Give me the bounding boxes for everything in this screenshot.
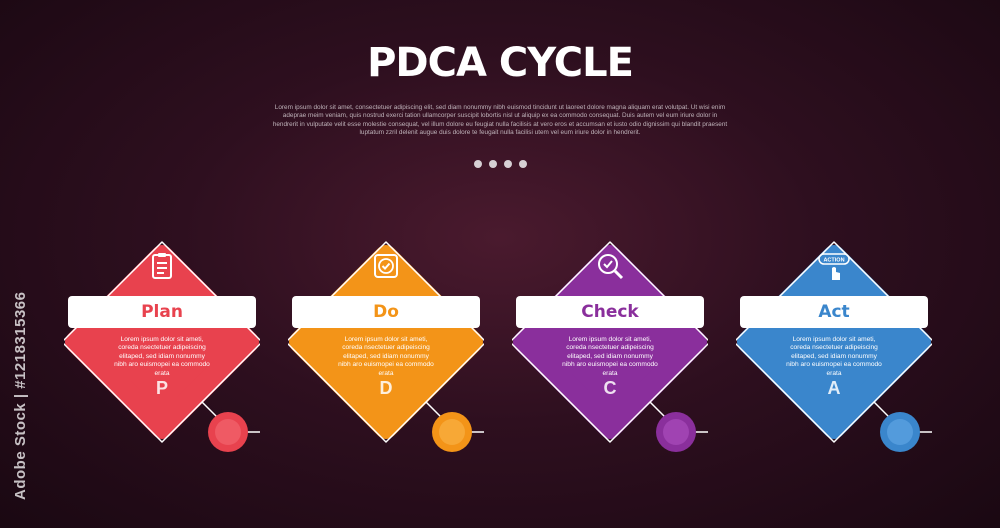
card-shape bbox=[64, 241, 260, 452]
step-letter: A bbox=[827, 378, 841, 398]
dot bbox=[504, 160, 512, 168]
step-text: Lorem ipsum dolor sit ameti, coreda nsec… bbox=[786, 336, 882, 377]
step-text: Lorem ipsum dolor sit ameti, coreda nsec… bbox=[562, 336, 658, 377]
magnifier-icon bbox=[594, 250, 626, 282]
step-letter: P bbox=[155, 378, 168, 398]
card-shape bbox=[736, 241, 932, 452]
stock-watermark: Adobe Stock | #1218315366 bbox=[12, 291, 29, 500]
step-text: Lorem ipsum dolor sit ameti, coreda nsec… bbox=[114, 336, 210, 377]
step-label: Plan bbox=[141, 302, 183, 322]
step-label: Act bbox=[818, 302, 850, 322]
label-band bbox=[68, 296, 256, 328]
dot bbox=[474, 160, 482, 168]
card-shape bbox=[288, 241, 484, 452]
step-card-do: Do Lorem ipsum dolor sit ameti, coreda n… bbox=[288, 236, 484, 456]
clipboard-icon bbox=[146, 250, 178, 282]
action-icon-text: ACTION bbox=[823, 258, 844, 264]
step-card-check: Check Lorem ipsum dolor sit ameti, cored… bbox=[512, 236, 708, 456]
label-band bbox=[516, 296, 704, 328]
dot bbox=[519, 160, 527, 168]
step-card-plan: Plan Lorem ipsum dolor sit ameti, coreda… bbox=[64, 236, 260, 456]
dot bbox=[489, 160, 497, 168]
label-band bbox=[740, 296, 928, 328]
step-label: Do bbox=[373, 302, 399, 322]
step-circle-inner bbox=[887, 419, 913, 445]
step-circle-inner bbox=[663, 419, 689, 445]
step-letter: C bbox=[603, 378, 617, 398]
page-title: PDCA CYCLE bbox=[367, 40, 634, 86]
step-circle-inner bbox=[439, 419, 465, 445]
step-label: Check bbox=[581, 302, 639, 322]
step-circle-inner bbox=[215, 419, 241, 445]
card-shape bbox=[512, 241, 708, 452]
pagination-dots bbox=[474, 160, 527, 168]
step-card-act: ACTION Act Lorem ipsum dolor sit ameti, … bbox=[736, 236, 932, 456]
action-button-icon: ACTION bbox=[818, 250, 850, 282]
description: Lorem ipsum dolor sit amet, consectetuer… bbox=[272, 104, 728, 136]
step-letter: D bbox=[379, 378, 393, 398]
checkbox-icon bbox=[370, 250, 402, 282]
step-text: Lorem ipsum dolor sit ameti, coreda nsec… bbox=[338, 336, 434, 377]
label-band bbox=[292, 296, 480, 328]
